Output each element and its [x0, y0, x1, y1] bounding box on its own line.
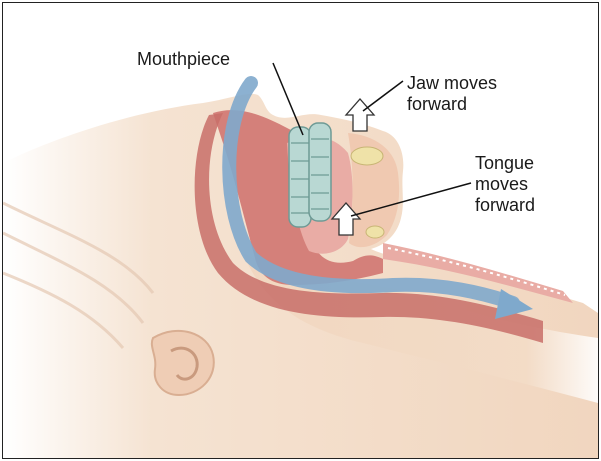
- mouthpiece-device: [289, 123, 331, 227]
- tongue-label: Tongue moves forward: [475, 153, 535, 216]
- jaw-bone: [351, 147, 383, 165]
- jaw-leader: [363, 81, 403, 111]
- hyoid-bone: [366, 226, 384, 238]
- mouthpiece-label: Mouthpiece: [137, 49, 230, 70]
- jaw-label: Jaw moves forward: [407, 73, 497, 115]
- airway-illustration: [3, 3, 598, 458]
- ear: [152, 331, 214, 395]
